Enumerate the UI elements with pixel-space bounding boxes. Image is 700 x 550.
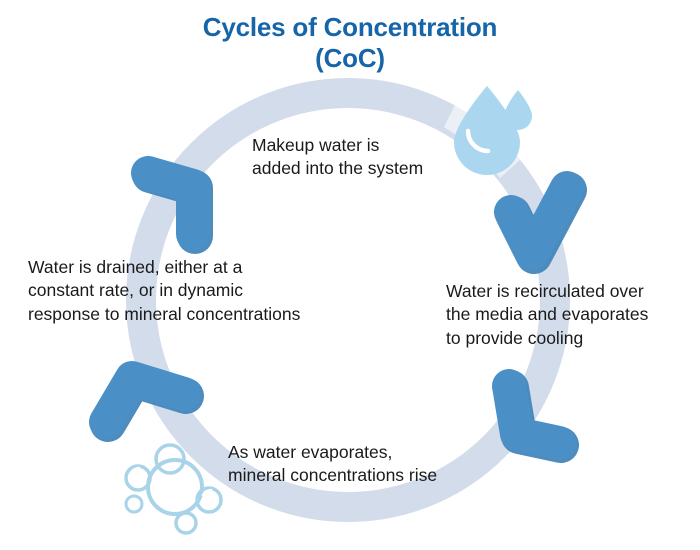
bubbles-icon [124, 443, 223, 535]
arrow-top-left [131, 156, 213, 254]
step-label-evaporation: As water evaporates, mineral concentrati… [228, 442, 438, 486]
step-label-makeup-water: Makeup water is added into the system [252, 135, 424, 179]
page-title-line-2: (CoC) [315, 42, 385, 73]
water-droplet-icon [454, 86, 532, 175]
step-label-recirculation: Water is recirculated over the media and… [446, 281, 649, 348]
page-title: Cycles of Concentration (CoC) [0, 12, 700, 73]
arrow-top-right [494, 171, 587, 274]
arrow-bottom-right [492, 369, 579, 463]
page-title-line-1: Cycles of Concentration [202, 12, 498, 42]
step-label-drain: Water is drained, either at a constant r… [28, 257, 301, 324]
arrow-bottom-left [89, 361, 204, 442]
cycle-ring [126, 78, 570, 522]
